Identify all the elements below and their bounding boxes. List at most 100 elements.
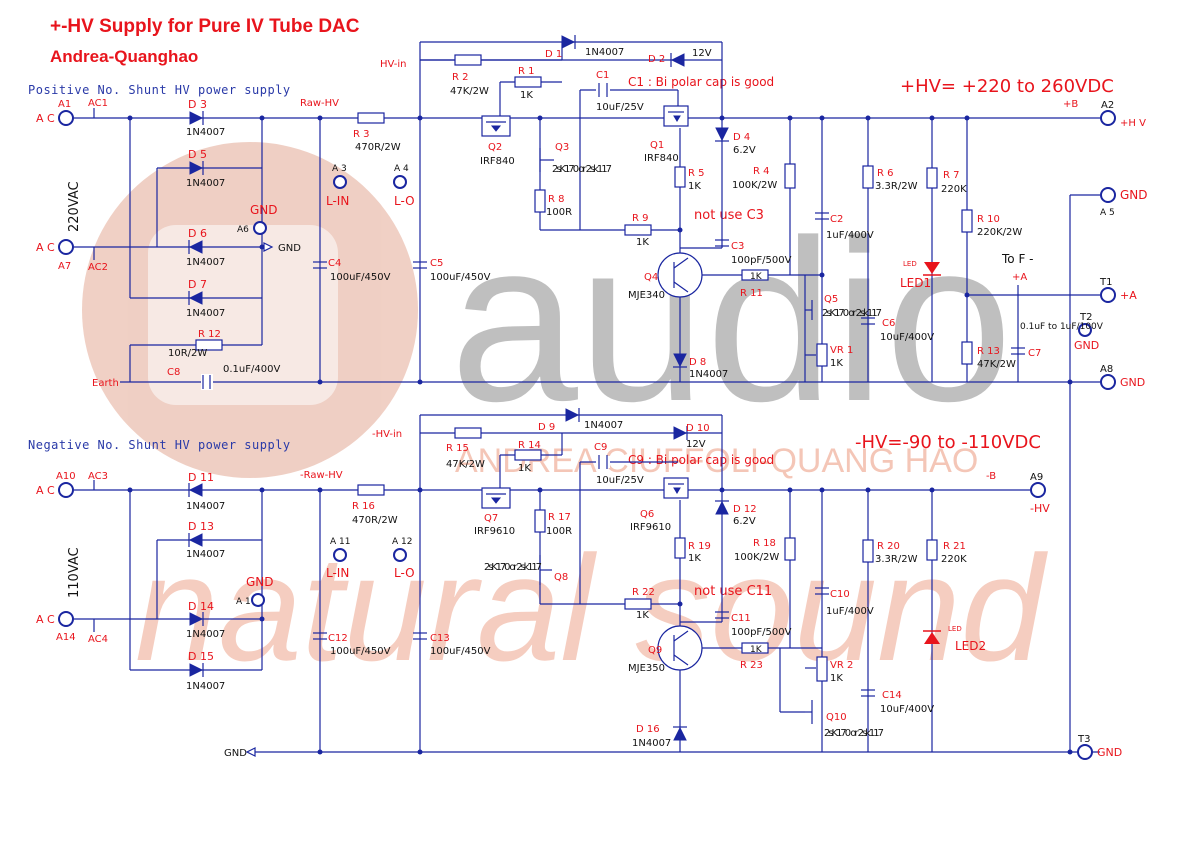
svg-text:1K: 1K	[830, 673, 843, 684]
svg-text:GND: GND	[1097, 746, 1122, 759]
svg-text:R 16: R 16	[352, 501, 375, 512]
svg-text:D 12: D 12	[733, 504, 757, 515]
svg-text:2sK170 or 2sk117: 2sK170 or 2sk117	[824, 728, 884, 739]
terminal-a10[interactable]: A C A10	[36, 471, 76, 498]
svg-text:100uF/450V: 100uF/450V	[430, 646, 491, 657]
svg-text:R 13: R 13	[977, 346, 1000, 357]
svg-text:R 10: R 10	[977, 214, 1000, 225]
svg-text:R 11: R 11	[740, 288, 763, 299]
svg-text:C8: C8	[167, 367, 180, 378]
svg-text:3.3R/2W: 3.3R/2W	[875, 181, 918, 192]
resistor-r11: 1KR 11	[740, 269, 769, 299]
svg-text:12V: 12V	[686, 439, 706, 450]
svg-text:L-O: L-O	[394, 566, 415, 580]
svg-text:Q2: Q2	[488, 142, 502, 153]
svg-text:D 7: D 7	[188, 278, 207, 291]
resistor-r6: R 63.3R/2W	[862, 165, 918, 192]
terminal-a1[interactable]: A C A1	[36, 99, 74, 126]
svg-text:C13: C13	[430, 633, 450, 644]
svg-text:D 3: D 3	[188, 98, 207, 111]
svg-text:D 14: D 14	[188, 600, 214, 613]
pot-vr1: VR 11K	[805, 343, 853, 369]
watermark: audio natural sound ANDREA CIUFFOLI-QUAN…	[82, 142, 1049, 692]
svg-text:A C: A C	[36, 613, 55, 626]
svg-text:D 10: D 10	[686, 423, 710, 434]
svg-text:GND: GND	[1120, 188, 1148, 202]
terminal-a12[interactable]: L-O A 12	[392, 537, 415, 580]
svg-text:A 11: A 11	[330, 537, 350, 547]
section-positive: Positive No. Shunt HV power supply	[28, 83, 291, 97]
svg-text:2sK170 or 2sk117: 2sK170 or 2sk117	[552, 164, 612, 175]
svg-text:C10: C10	[830, 589, 850, 600]
negative-wiring	[74, 414, 1100, 753]
svg-text:10uF/25V: 10uF/25V	[596, 102, 644, 113]
terminal-a11[interactable]: L-IN A 11	[326, 537, 350, 580]
svg-text:220K: 220K	[941, 184, 967, 195]
net-labels: AC1 AC2 AC3 AC4 Raw-HV -Raw-HV HV-in -HV…	[88, 59, 1078, 759]
terminal-t2[interactable]: T2 GND	[1074, 312, 1099, 352]
svg-text:A14: A14	[56, 632, 76, 643]
svg-text:LED2: LED2	[955, 639, 986, 653]
svg-text:D 16: D 16	[636, 724, 660, 735]
junctions	[127, 115, 1073, 755]
svg-text:Q8: Q8	[554, 572, 568, 583]
svg-text:100pF/500V: 100pF/500V	[731, 627, 792, 638]
svg-text:Q6: Q6	[640, 509, 654, 520]
terminal-a6[interactable]: GND A6	[237, 203, 278, 235]
svg-text:A9: A9	[1030, 472, 1043, 483]
svg-text:MJE350: MJE350	[628, 663, 665, 674]
svg-text:C4: C4	[328, 258, 341, 269]
svg-text:10uF/400V: 10uF/400V	[880, 704, 934, 715]
terminal-a1b[interactable]: GND A 1	[236, 575, 274, 607]
svg-text:R 22: R 22	[632, 587, 655, 598]
svg-text:LED1: LED1	[900, 276, 931, 290]
terminal-a9[interactable]: A9 -HV	[1030, 472, 1050, 515]
svg-text:-HV: -HV	[1030, 502, 1050, 515]
svg-text:Q5: Q5	[824, 294, 838, 305]
svg-text:100K/2W: 100K/2W	[734, 552, 779, 563]
terminal-a5[interactable]: GND A 5	[1100, 187, 1148, 218]
terminal-a14[interactable]: A C A14	[36, 611, 76, 643]
net-gnd: GND	[278, 243, 301, 254]
terminal-t1[interactable]: T1 +A	[1099, 277, 1137, 303]
svg-text:IRF9610: IRF9610	[630, 522, 671, 533]
title-line2: Andrea-Quanghao	[50, 47, 198, 66]
terminal-a2[interactable]: A2 +H V	[1100, 100, 1146, 129]
svg-text:D 9: D 9	[538, 422, 555, 433]
section-negative: Negative No. Shunt HV power supply	[28, 438, 291, 452]
terminal-t3[interactable]: T3 GND	[1077, 734, 1122, 760]
note-c9: C9 : Bi polar cap is good	[628, 453, 774, 467]
svg-text:R 19: R 19	[688, 541, 711, 552]
svg-text:C11: C11	[731, 613, 751, 624]
terminal-a3[interactable]: L-IN A 3	[326, 164, 349, 208]
watermark-natural-sound: natural sound	[135, 524, 1049, 692]
svg-text:MJE340: MJE340	[628, 290, 665, 301]
zener-d4: D 46.2V	[715, 127, 756, 156]
terminal-a7[interactable]: A C A7	[36, 239, 74, 272]
svg-text:C2: C2	[830, 214, 843, 225]
svg-text:1N4007: 1N4007	[186, 681, 225, 692]
terminal-a8[interactable]: A8 GND	[1100, 364, 1145, 390]
svg-text:D 13: D 13	[188, 520, 214, 533]
svg-text:A6: A6	[237, 225, 249, 235]
terminal-a4[interactable]: L-O A 4	[393, 164, 415, 208]
svg-text:A10: A10	[56, 471, 76, 482]
